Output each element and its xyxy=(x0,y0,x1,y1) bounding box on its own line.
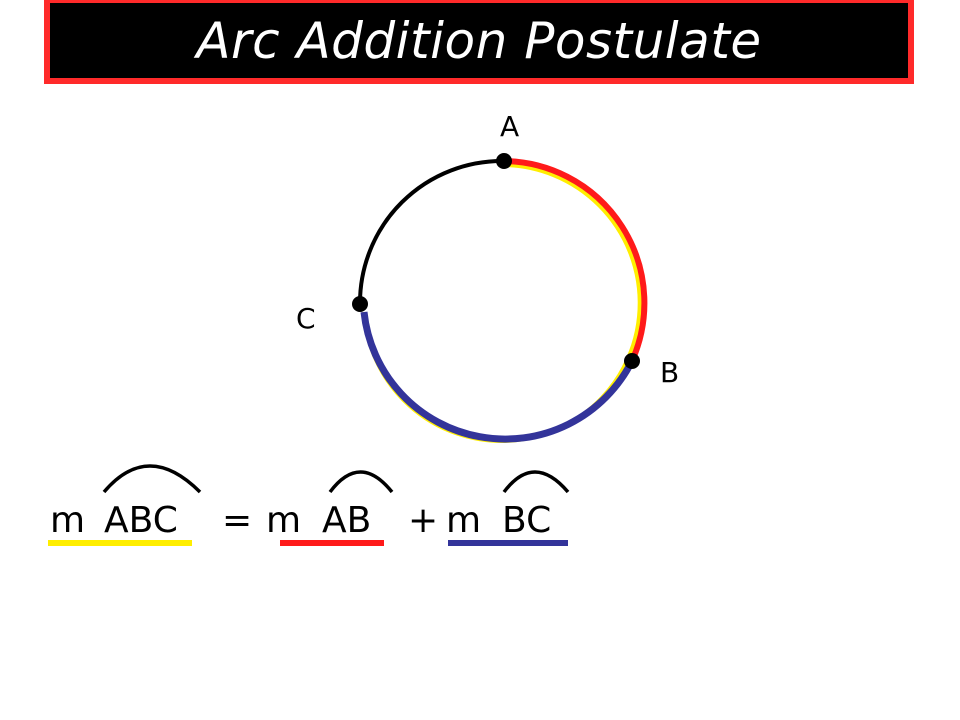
underline-bc xyxy=(448,540,568,546)
arc-ca xyxy=(357,158,505,305)
eq-lhs-arc: ABC xyxy=(104,500,178,541)
eq-plus: + xyxy=(408,500,438,541)
point-b-label: B xyxy=(660,356,679,389)
point-a-label: A xyxy=(500,110,519,143)
underline-abc xyxy=(48,540,192,546)
eq-rhs2-arc: BC xyxy=(502,500,551,541)
eq-equals: = xyxy=(222,500,252,541)
point-c-dot xyxy=(352,296,368,312)
arc-ab xyxy=(503,158,648,363)
point-c-label: C xyxy=(296,302,316,335)
arc-symbol-abc xyxy=(102,464,202,494)
eq-rhs1-m: m xyxy=(266,500,301,541)
eq-lhs-m: m xyxy=(50,500,85,541)
point-b-dot xyxy=(624,353,640,369)
title-bar: Arc Addition Postulate xyxy=(44,0,914,84)
underline-ab xyxy=(280,540,384,546)
eq-rhs2-m: m xyxy=(446,500,481,541)
page-title: Arc Addition Postulate xyxy=(196,11,762,70)
eq-rhs1-arc: AB xyxy=(322,500,371,541)
arc-bc xyxy=(360,311,636,443)
arc-symbol-bc xyxy=(502,470,570,494)
point-a-dot xyxy=(496,153,512,169)
arc-symbol-ab xyxy=(328,470,394,494)
